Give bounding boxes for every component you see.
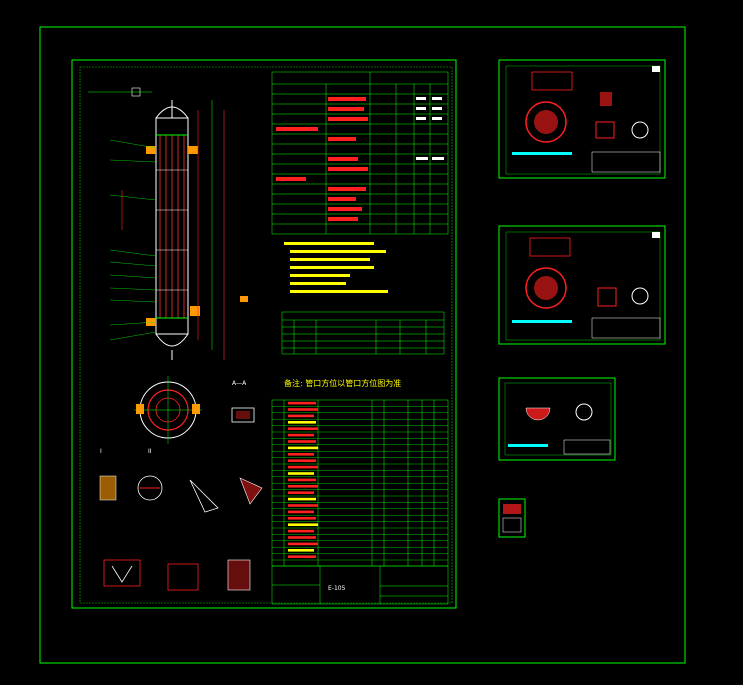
sheet-5	[498, 498, 526, 538]
detail-label-1: I	[100, 448, 102, 455]
nozzle-table	[281, 311, 445, 355]
parts-row-text	[288, 459, 316, 462]
title-block	[271, 565, 449, 605]
parts-row-text	[288, 504, 318, 507]
parts-row-text	[288, 497, 316, 501]
parts-row-text	[288, 491, 314, 494]
parts-row-text	[288, 427, 318, 430]
vessel-elevation	[88, 87, 248, 360]
parts-row-text	[288, 421, 316, 424]
parts-row-text	[288, 446, 318, 450]
parts-row-text	[288, 465, 318, 469]
parts-row-text	[288, 472, 314, 475]
parts-row-text	[288, 523, 318, 526]
parts-row-text	[288, 555, 316, 558]
parts-row-text	[288, 542, 318, 546]
parts-row-text	[288, 440, 316, 443]
sheet-2	[498, 59, 666, 179]
parts-row-text	[288, 401, 316, 405]
parts-row-text	[288, 529, 314, 533]
design-data-table	[271, 71, 449, 235]
parts-list-rows	[272, 401, 448, 561]
parts-row-text	[288, 414, 314, 418]
note-heading: 备注: 管口方位以管口方位图为准	[284, 378, 401, 388]
sheet-4	[498, 377, 616, 461]
title-block-label: E-105	[328, 585, 346, 592]
table-values-white	[416, 97, 444, 160]
parts-row-text	[288, 453, 314, 456]
parts-row-text	[288, 478, 316, 482]
detail-drawings: I II	[99, 448, 263, 591]
parts-row-text	[288, 510, 314, 514]
parts-row-text	[288, 517, 316, 520]
section-label: A—A	[232, 380, 247, 387]
table-cell-text	[276, 97, 368, 221]
parts-row-text	[288, 536, 316, 539]
sheet-3	[498, 225, 666, 345]
technical-notes	[284, 242, 388, 293]
parts-row-text	[288, 485, 318, 488]
section-view: A—A	[134, 376, 255, 444]
main-sheet: A—A I II	[71, 59, 457, 609]
parts-row-text	[288, 549, 314, 552]
parts-row-text	[288, 408, 318, 411]
detail-label-2: II	[148, 448, 152, 455]
outer-frame	[39, 26, 686, 664]
parts-row-text	[288, 433, 314, 437]
